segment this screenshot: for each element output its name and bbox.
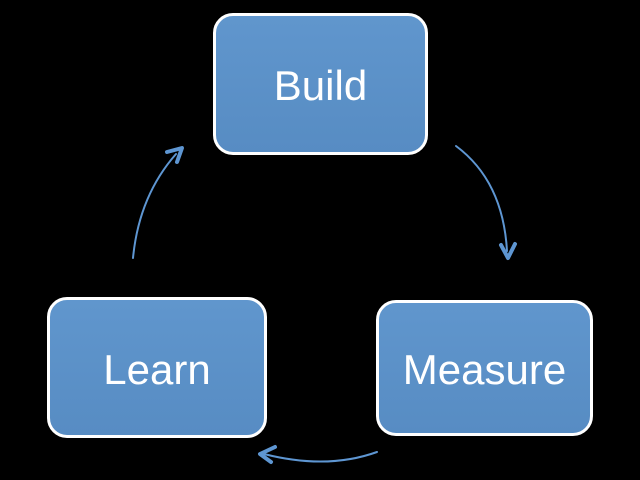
arrowhead-left-icon [258,445,277,464]
arrowhead-up-right-icon [165,146,184,164]
arrow-curve-build-to-measure [455,145,508,252]
arrow-measure-to-learn [258,445,378,464]
arrow-curve-measure-to-learn [263,451,378,463]
node-measure-label: Measure [402,346,567,393]
node-build-label: Build [273,62,368,109]
arrow-build-to-measure [455,145,517,260]
arrowhead-down-icon [499,242,517,260]
node-build: Build [213,13,428,155]
arrow-learn-to-build [132,146,184,259]
node-learn-label: Learn [103,345,211,393]
node-learn: Learn [47,297,267,438]
arrow-curve-learn-to-build [132,153,177,259]
node-measure: Measure [376,300,593,436]
